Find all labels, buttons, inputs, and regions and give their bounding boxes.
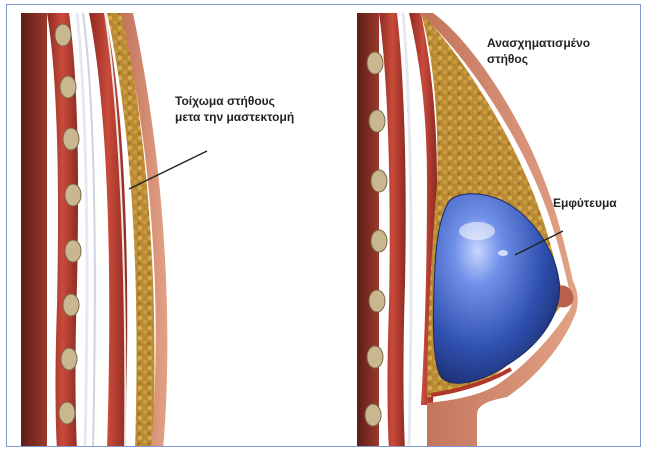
reconstructed-label-line-1: Ανασχηματισμένο — [487, 35, 590, 51]
implant-label-text: Εμφύτευμα — [553, 196, 617, 210]
reconstructed-breast-label: Ανασχηματισμένο στήθος — [487, 35, 590, 67]
implant-label: Εμφύτευμα — [553, 195, 617, 211]
reconstructed-label-line-2: στήθος — [487, 51, 590, 67]
right-reconstructed-figure — [357, 13, 578, 447]
mastectomy-illustration — [7, 5, 641, 447]
right-intercostal-muscle — [379, 13, 406, 447]
chest-wall-label-line-1: Τοίχωμα στήθους — [175, 93, 294, 109]
illustration-frame: Τοίχωμα στήθους μετα την μαστεκτομή Ανασ… — [6, 4, 641, 447]
implant-highlight — [459, 222, 495, 240]
right-deep-tissue — [357, 13, 379, 447]
left-deep-tissue — [21, 13, 47, 447]
left-chest-wall-figure — [21, 13, 167, 447]
chest-wall-label-line-2: μετα την μαστεκτομή — [175, 109, 294, 125]
chest-wall-label: Τοίχωμα στήθους μετα την μαστεκτομή — [175, 93, 294, 125]
